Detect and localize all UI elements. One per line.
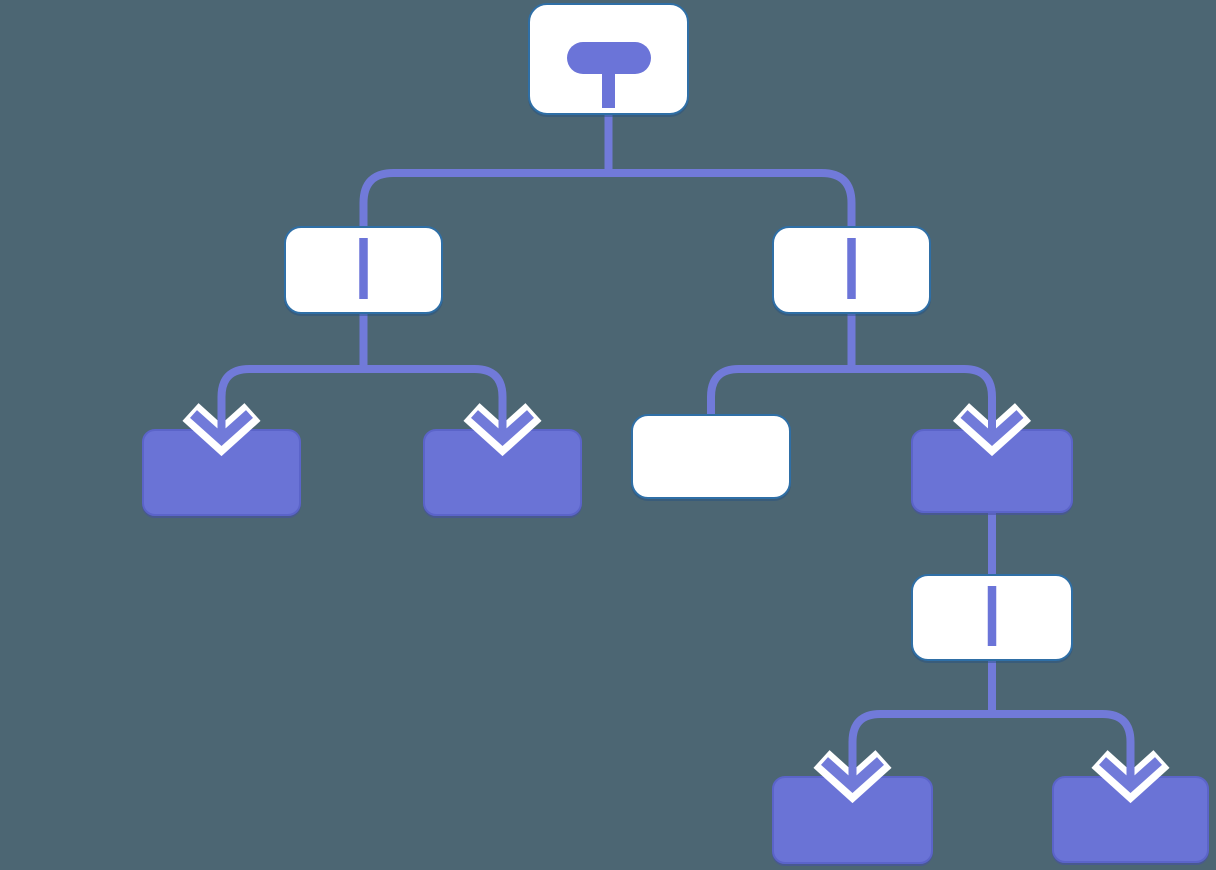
arrowheads [182, 400, 1170, 804]
connector-left-bus [217, 365, 507, 434]
root-topic-stem [602, 72, 615, 108]
arrow-chevron [1099, 757, 1162, 794]
arrow-chevron [471, 410, 534, 447]
connector-level1-bus [359, 169, 856, 229]
node-subtopic-plain[interactable] [631, 414, 791, 499]
connectors [217, 112, 1135, 781]
connector-right-bus [707, 365, 996, 434]
arrow-down-icon [182, 400, 261, 457]
arrow-chevron [821, 757, 884, 794]
node-glyphs [359, 42, 997, 646]
arrow-chevron [960, 410, 1024, 447]
arrow-down-icon [952, 400, 1032, 457]
connector-bottom-bus [848, 710, 1135, 781]
arrow-down-icon [813, 747, 892, 804]
nodes [142, 3, 1209, 864]
arrow-chevron [190, 410, 253, 447]
arrow-down-icon [463, 400, 542, 457]
root-topic-icon [567, 42, 651, 74]
arrow-down-icon [1091, 747, 1170, 804]
